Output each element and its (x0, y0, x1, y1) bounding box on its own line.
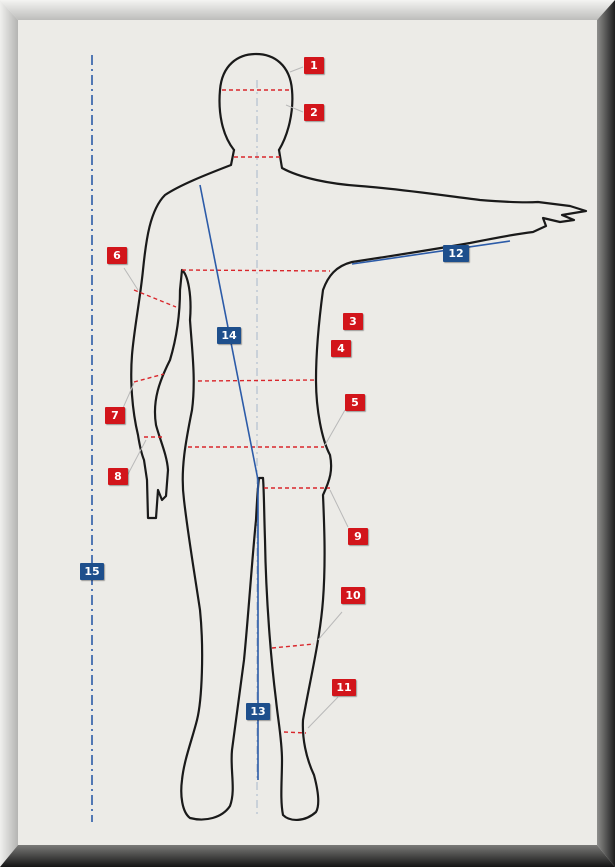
marker-12: 12 (443, 245, 469, 262)
marker-8: 8 (108, 468, 128, 485)
marker-11: 11 (332, 679, 356, 696)
marker-15: 15 (80, 563, 104, 580)
diagram-panel (18, 20, 597, 845)
marker-7: 7 (105, 407, 125, 424)
marker-10: 10 (341, 587, 365, 604)
marker-5: 5 (345, 394, 365, 411)
marker-6: 6 (107, 247, 127, 264)
marker-2: 2 (304, 104, 324, 121)
marker-3: 3 (343, 313, 363, 330)
marker-9: 9 (348, 528, 368, 545)
marker-14: 14 (217, 327, 241, 344)
line-waist (198, 380, 316, 381)
marker-13: 13 (246, 703, 270, 720)
marker-4: 4 (331, 340, 351, 357)
marker-1: 1 (304, 57, 324, 74)
